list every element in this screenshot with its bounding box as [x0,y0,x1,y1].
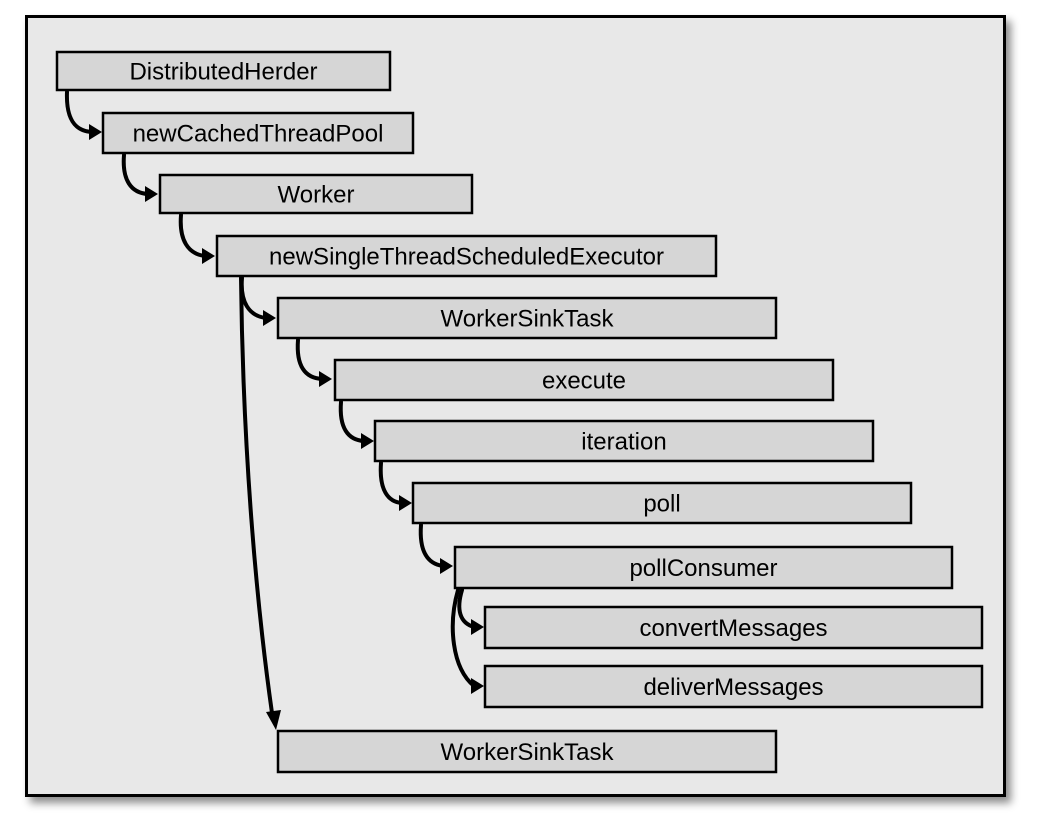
edge-n2-to-n3 [178,213,215,264]
arrowhead [263,310,276,326]
edge-line [457,588,476,629]
node-n8: pollConsumer [453,545,954,590]
edge-line [239,276,274,715]
edge-n3-to-n4 [239,276,276,326]
node-n9: convertMessages [483,605,984,650]
edge-line [295,338,324,381]
node-label: deliverMessages [643,674,823,701]
node-box [276,296,778,340]
node-box [411,481,913,525]
edge-n3-to-n11 [239,276,281,730]
node-box [276,729,778,774]
arrowhead [399,495,412,511]
arrowhead [266,710,281,730]
arrowhead [89,124,102,140]
node-label: DistributedHerder [129,59,317,86]
edge-line [418,523,445,568]
node-label: Worker [278,182,355,209]
node-box [483,605,984,650]
edge-n8-to-n9 [457,588,484,635]
edges-layer [64,90,484,730]
edge-line [178,213,207,258]
arrowhead [471,678,484,694]
node-label: pollConsumer [629,555,777,582]
edge-n6-to-n7 [378,461,412,511]
edge-n1-to-n2 [121,153,158,202]
edge-n4-to-n5 [295,338,332,387]
node-box [333,358,835,402]
arrowhead [440,558,453,574]
node-n0: DistributedHerder [55,50,392,92]
node-box [453,545,954,590]
arrowhead [361,433,374,449]
node-n2: Worker [158,173,474,215]
edge-line [239,276,268,320]
arrowhead [319,371,332,387]
node-n10: deliverMessages [483,664,984,709]
edge-n7-to-n8 [418,523,453,574]
node-label: convertMessages [639,615,827,642]
edge-line [338,400,366,443]
arrowhead [202,248,215,264]
node-label: iteration [581,429,666,456]
node-box [158,173,474,215]
edge-line [121,153,150,196]
node-n11: WorkerSinkTask [276,729,778,774]
node-box [55,50,392,92]
node-label: newCachedThreadPool [133,121,384,148]
node-label: WorkerSinkTask [441,739,615,766]
node-label: newSingleThreadScheduledExecutor [269,244,664,271]
node-n5: execute [333,358,835,402]
node-n6: iteration [373,419,875,463]
node-box [373,419,875,463]
node-n7: poll [411,481,913,525]
node-n3: newSingleThreadScheduledExecutor [215,234,718,278]
nodes-layer: DistributedHerder newCachedThreadPoolWork… [55,50,984,774]
edge-line [378,461,404,505]
edge-n0-to-n1 [64,90,102,140]
node-box [101,111,415,155]
node-label: execute [542,368,626,395]
edge-n8-to-n10 [450,588,484,694]
arrowhead [471,619,484,635]
node-box [483,664,984,709]
node-box [215,234,718,278]
node-label: WorkerSinkTask [441,306,615,333]
edge-line [64,90,94,134]
arrowhead [145,186,158,202]
edge-n5-to-n6 [338,400,374,449]
edge-line [450,588,476,688]
node-n1: newCachedThreadPool [101,111,415,155]
node-n4: WorkerSinkTask [276,296,778,340]
node-label: poll [643,491,680,518]
